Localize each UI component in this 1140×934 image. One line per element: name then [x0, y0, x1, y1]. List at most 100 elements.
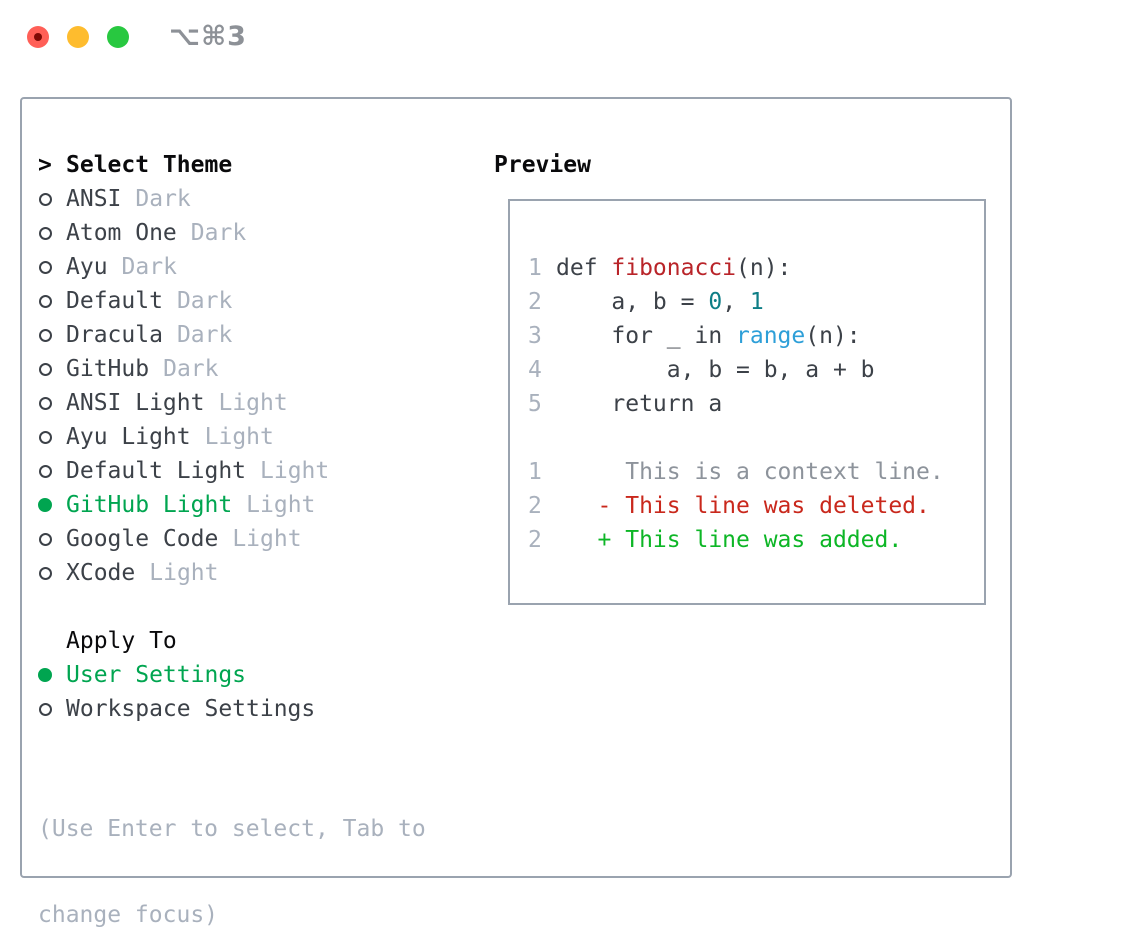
theme-name: Dracula — [66, 322, 163, 348]
theme-name: GitHub — [66, 356, 150, 382]
line-number: 2 — [528, 527, 542, 553]
theme-item-dracula[interactable]: Dracula Dark — [38, 318, 426, 352]
code-line: 2 - This line was deleted. — [528, 489, 984, 523]
theme-name: ANSI — [66, 186, 122, 212]
theme-variant-tag: Light — [149, 560, 219, 586]
line-number: 3 — [528, 323, 542, 349]
apply-to-header: Apply To — [38, 624, 426, 658]
zoom-button[interactable] — [107, 26, 129, 48]
theme-item-google-code[interactable]: Google Code Light — [38, 522, 426, 556]
theme-variant-tag: Light — [246, 492, 316, 518]
apply-target-name: Workspace Settings — [66, 696, 316, 722]
theme-variant-tag: Dark — [176, 288, 233, 314]
radio-icon — [38, 396, 66, 410]
theme-variant-tag: Light — [218, 390, 288, 416]
minimize-button[interactable] — [67, 26, 89, 48]
preview-header: Preview — [494, 148, 591, 182]
theme-item-ayu[interactable]: Ayu Dark — [38, 250, 426, 284]
theme-item-ansi[interactable]: ANSI Dark — [38, 182, 426, 216]
code-token: fibonacci — [611, 255, 737, 281]
radio-icon — [38, 430, 66, 444]
theme-variant-tag: Dark — [121, 254, 177, 280]
code-token: a, b = — [556, 289, 709, 315]
line-number: 2 — [528, 289, 542, 315]
line-number: 2 — [528, 493, 542, 519]
code-token — [556, 527, 598, 553]
code-token: (n): — [736, 255, 792, 281]
radio-icon — [38, 328, 66, 342]
blank-line — [528, 421, 984, 455]
radio-icon — [38, 226, 66, 240]
code-line: 3 for _ in range(n): — [528, 319, 984, 353]
theme-name: GitHub Light — [66, 492, 233, 518]
apply-target-name: User Settings — [66, 662, 247, 688]
help-text: (Use Enter to select, Tab to change focu… — [38, 760, 426, 934]
theme-variant-tag: Light — [260, 458, 330, 484]
radio-icon — [38, 532, 66, 546]
theme-variant-tag: Dark — [163, 356, 219, 382]
line-number: 1 — [528, 255, 542, 281]
apply-item-workspace-settings[interactable]: Workspace Settings — [38, 692, 426, 726]
theme-variant-tag: Dark — [190, 220, 247, 246]
code-token: This is a context line. — [556, 459, 944, 485]
theme-name: Ayu — [66, 254, 108, 280]
spacer-row — [38, 726, 426, 760]
code-token: return a — [556, 391, 723, 417]
theme-name: ANSI Light — [66, 390, 205, 416]
code-token: (n): — [805, 323, 861, 349]
spacer-row — [38, 590, 426, 624]
theme-variant-tag: Dark — [176, 322, 233, 348]
radio-icon — [38, 566, 66, 580]
radio-icon — [38, 464, 66, 478]
radio-icon — [38, 668, 66, 682]
theme-item-atom-one[interactable]: Atom One Dark — [38, 216, 426, 250]
close-dot-icon — [34, 33, 42, 41]
code-token: a, b = b, a + b — [556, 357, 875, 383]
code-token: + This line was added. — [597, 527, 903, 553]
section-title-select-theme: Select Theme — [66, 152, 233, 178]
theme-item-default[interactable]: Default Dark — [38, 284, 426, 318]
help-line-2: change focus) — [38, 902, 219, 928]
line-number: 1 — [528, 459, 542, 485]
theme-name: Default Light — [66, 458, 247, 484]
code-line: 2 + This line was added. — [528, 523, 984, 557]
window-title: ⌥⌘3 — [169, 21, 247, 52]
theme-name: Default — [66, 288, 163, 314]
code-token: 1 — [749, 289, 764, 315]
radio-icon — [38, 702, 66, 716]
theme-variant-tag: Dark — [135, 186, 191, 212]
theme-item-default-light[interactable]: Default Light Light — [38, 454, 426, 488]
theme-variant-tag: Light — [232, 526, 302, 552]
section-title-apply-to: Apply To — [66, 628, 177, 654]
help-line-1: (Use Enter to select, Tab to — [38, 816, 426, 842]
theme-item-ansi-light[interactable]: ANSI Light Light — [38, 386, 426, 420]
line-number: 4 — [528, 357, 542, 383]
close-button[interactable] — [27, 26, 49, 48]
titlebar: ⌥⌘3 — [27, 21, 247, 52]
code-line: 2 a, b = 0, 1 — [528, 285, 984, 319]
radio-icon — [38, 498, 66, 512]
code-token — [556, 493, 598, 519]
code-token: , — [722, 289, 750, 315]
code-line: 1 This is a context line. — [528, 455, 984, 489]
theme-item-github[interactable]: GitHub Dark — [38, 352, 426, 386]
focus-prompt-icon: > — [38, 152, 52, 178]
theme-name: Ayu Light — [66, 424, 191, 450]
code-token: for _ in — [556, 323, 737, 349]
apply-item-user-settings[interactable]: User Settings — [38, 658, 426, 692]
theme-item-github-light[interactable]: GitHub Light Light — [38, 488, 426, 522]
radio-icon — [38, 294, 66, 308]
radio-icon — [38, 260, 66, 274]
code-line: 4 a, b = b, a + b — [528, 353, 984, 387]
code-token: 0 — [708, 289, 723, 315]
theme-name: Google Code — [66, 526, 219, 552]
section-title-preview: Preview — [494, 152, 591, 178]
theme-name: Atom One — [66, 220, 177, 246]
select-theme-header: > Select Theme — [38, 148, 426, 182]
